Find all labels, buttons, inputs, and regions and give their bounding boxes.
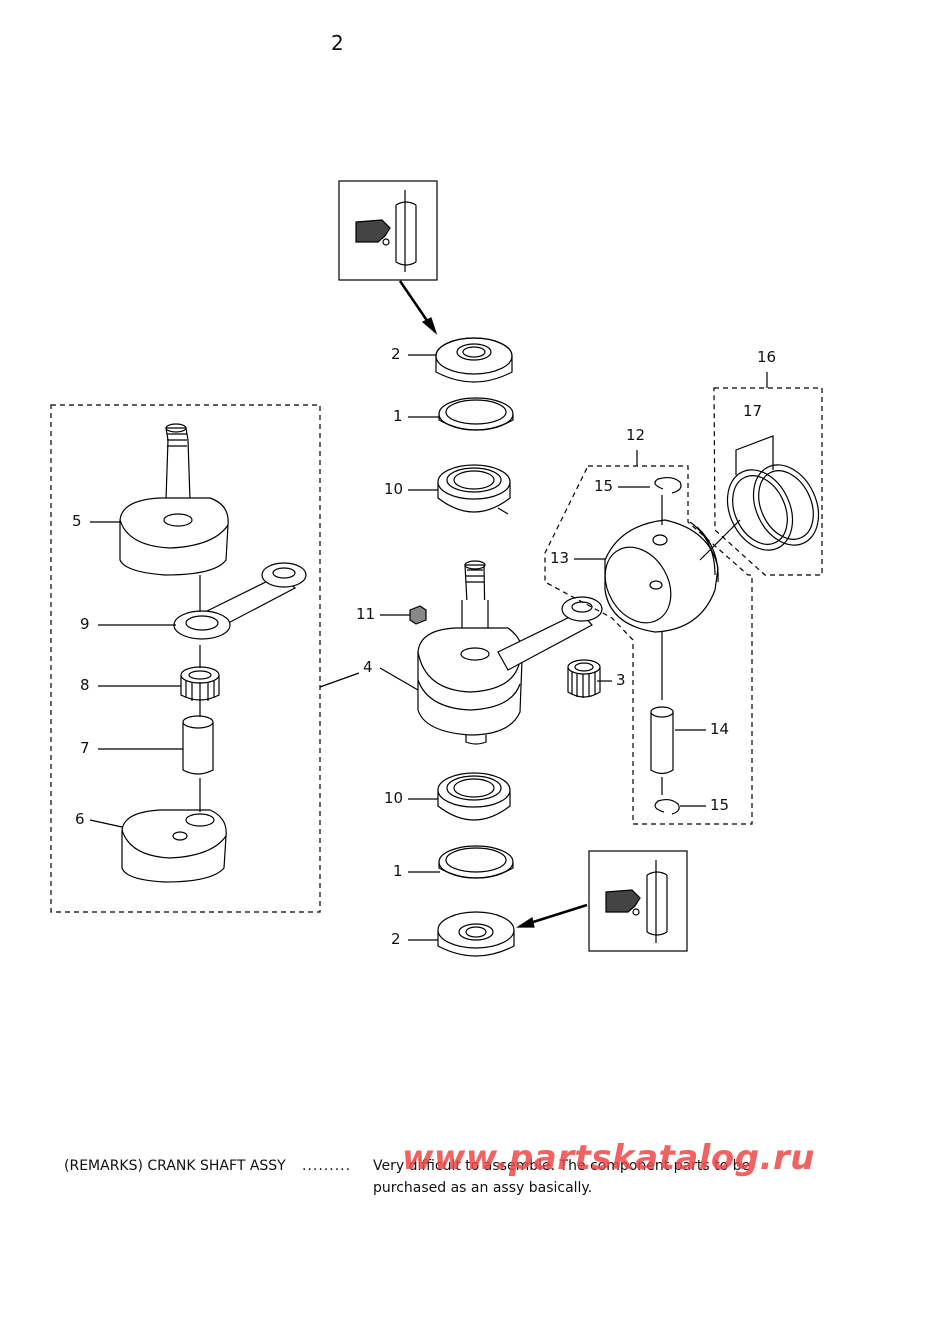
part-10-bearing-bottom — [437, 772, 511, 821]
callout-9: 9 — [80, 615, 90, 633]
remarks-note-line-1: Very difficult to assemble. The componen… — [373, 1158, 751, 1174]
remarks-dots: ......... — [302, 1158, 352, 1174]
part-1-ring-bottom — [438, 845, 514, 879]
part-15-clip-top — [654, 476, 682, 494]
callout-1-top: 1 — [393, 407, 403, 425]
part-5-crank-half-upper — [119, 423, 229, 576]
callout-12: 12 — [626, 426, 646, 444]
part-15-clip-bottom — [654, 798, 680, 815]
part-4-crankshaft-assembly — [417, 560, 603, 745]
oil-seal-detail-inset-bottom — [588, 850, 688, 952]
callout-2-top: 2 — [391, 345, 401, 363]
callout-7: 7 — [80, 739, 90, 757]
callout-15-top: 15 — [594, 477, 614, 495]
callout-1-bottom: 1 — [393, 862, 403, 880]
part-8-needle-bearing — [180, 666, 220, 702]
callout-16: 16 — [757, 348, 777, 366]
callout-2-bottom: 2 — [391, 930, 401, 948]
part-6-crank-half-lower — [121, 809, 227, 883]
part-14-piston-pin — [650, 706, 674, 775]
remarks-note-line-2: purchased as an assy basically. — [373, 1180, 593, 1196]
part-1-ring-top — [438, 397, 514, 431]
part-10-bearing-top — [437, 464, 511, 515]
part-2-oil-seal-bottom — [437, 911, 515, 957]
callout-10-bottom: 10 — [384, 789, 404, 807]
callout-17: 17 — [743, 402, 763, 420]
watermark-text: www.partskatalog.ru — [402, 1138, 816, 1178]
callout-4: 4 — [363, 658, 373, 676]
callout-3: 3 — [616, 671, 626, 689]
part-17-piston-rings — [726, 464, 820, 551]
page-number: 2 — [331, 31, 344, 55]
part-3-needle-bearing — [567, 659, 601, 698]
callout-15-bottom: 15 — [710, 796, 730, 814]
callout-13: 13 — [550, 549, 570, 567]
callout-14: 14 — [710, 720, 730, 738]
oil-seal-detail-inset-top — [338, 180, 438, 281]
part-7-crank-pin — [182, 715, 214, 775]
part-2-oil-seal-top — [435, 337, 513, 383]
part-9-connecting-rod — [173, 562, 307, 640]
callout-8: 8 — [80, 676, 90, 694]
callout-5: 5 — [72, 512, 82, 530]
callout-10-top: 10 — [384, 480, 404, 498]
callout-11: 11 — [356, 605, 376, 623]
part-13-piston — [604, 519, 719, 633]
callout-6: 6 — [75, 810, 85, 828]
part-11-key — [409, 605, 427, 625]
remarks-block: (REMARKS) CRANK SHAFT ASSY ......... Ver… — [64, 1158, 750, 1196]
remarks-label: (REMARKS) CRANK SHAFT ASSY — [64, 1158, 286, 1174]
